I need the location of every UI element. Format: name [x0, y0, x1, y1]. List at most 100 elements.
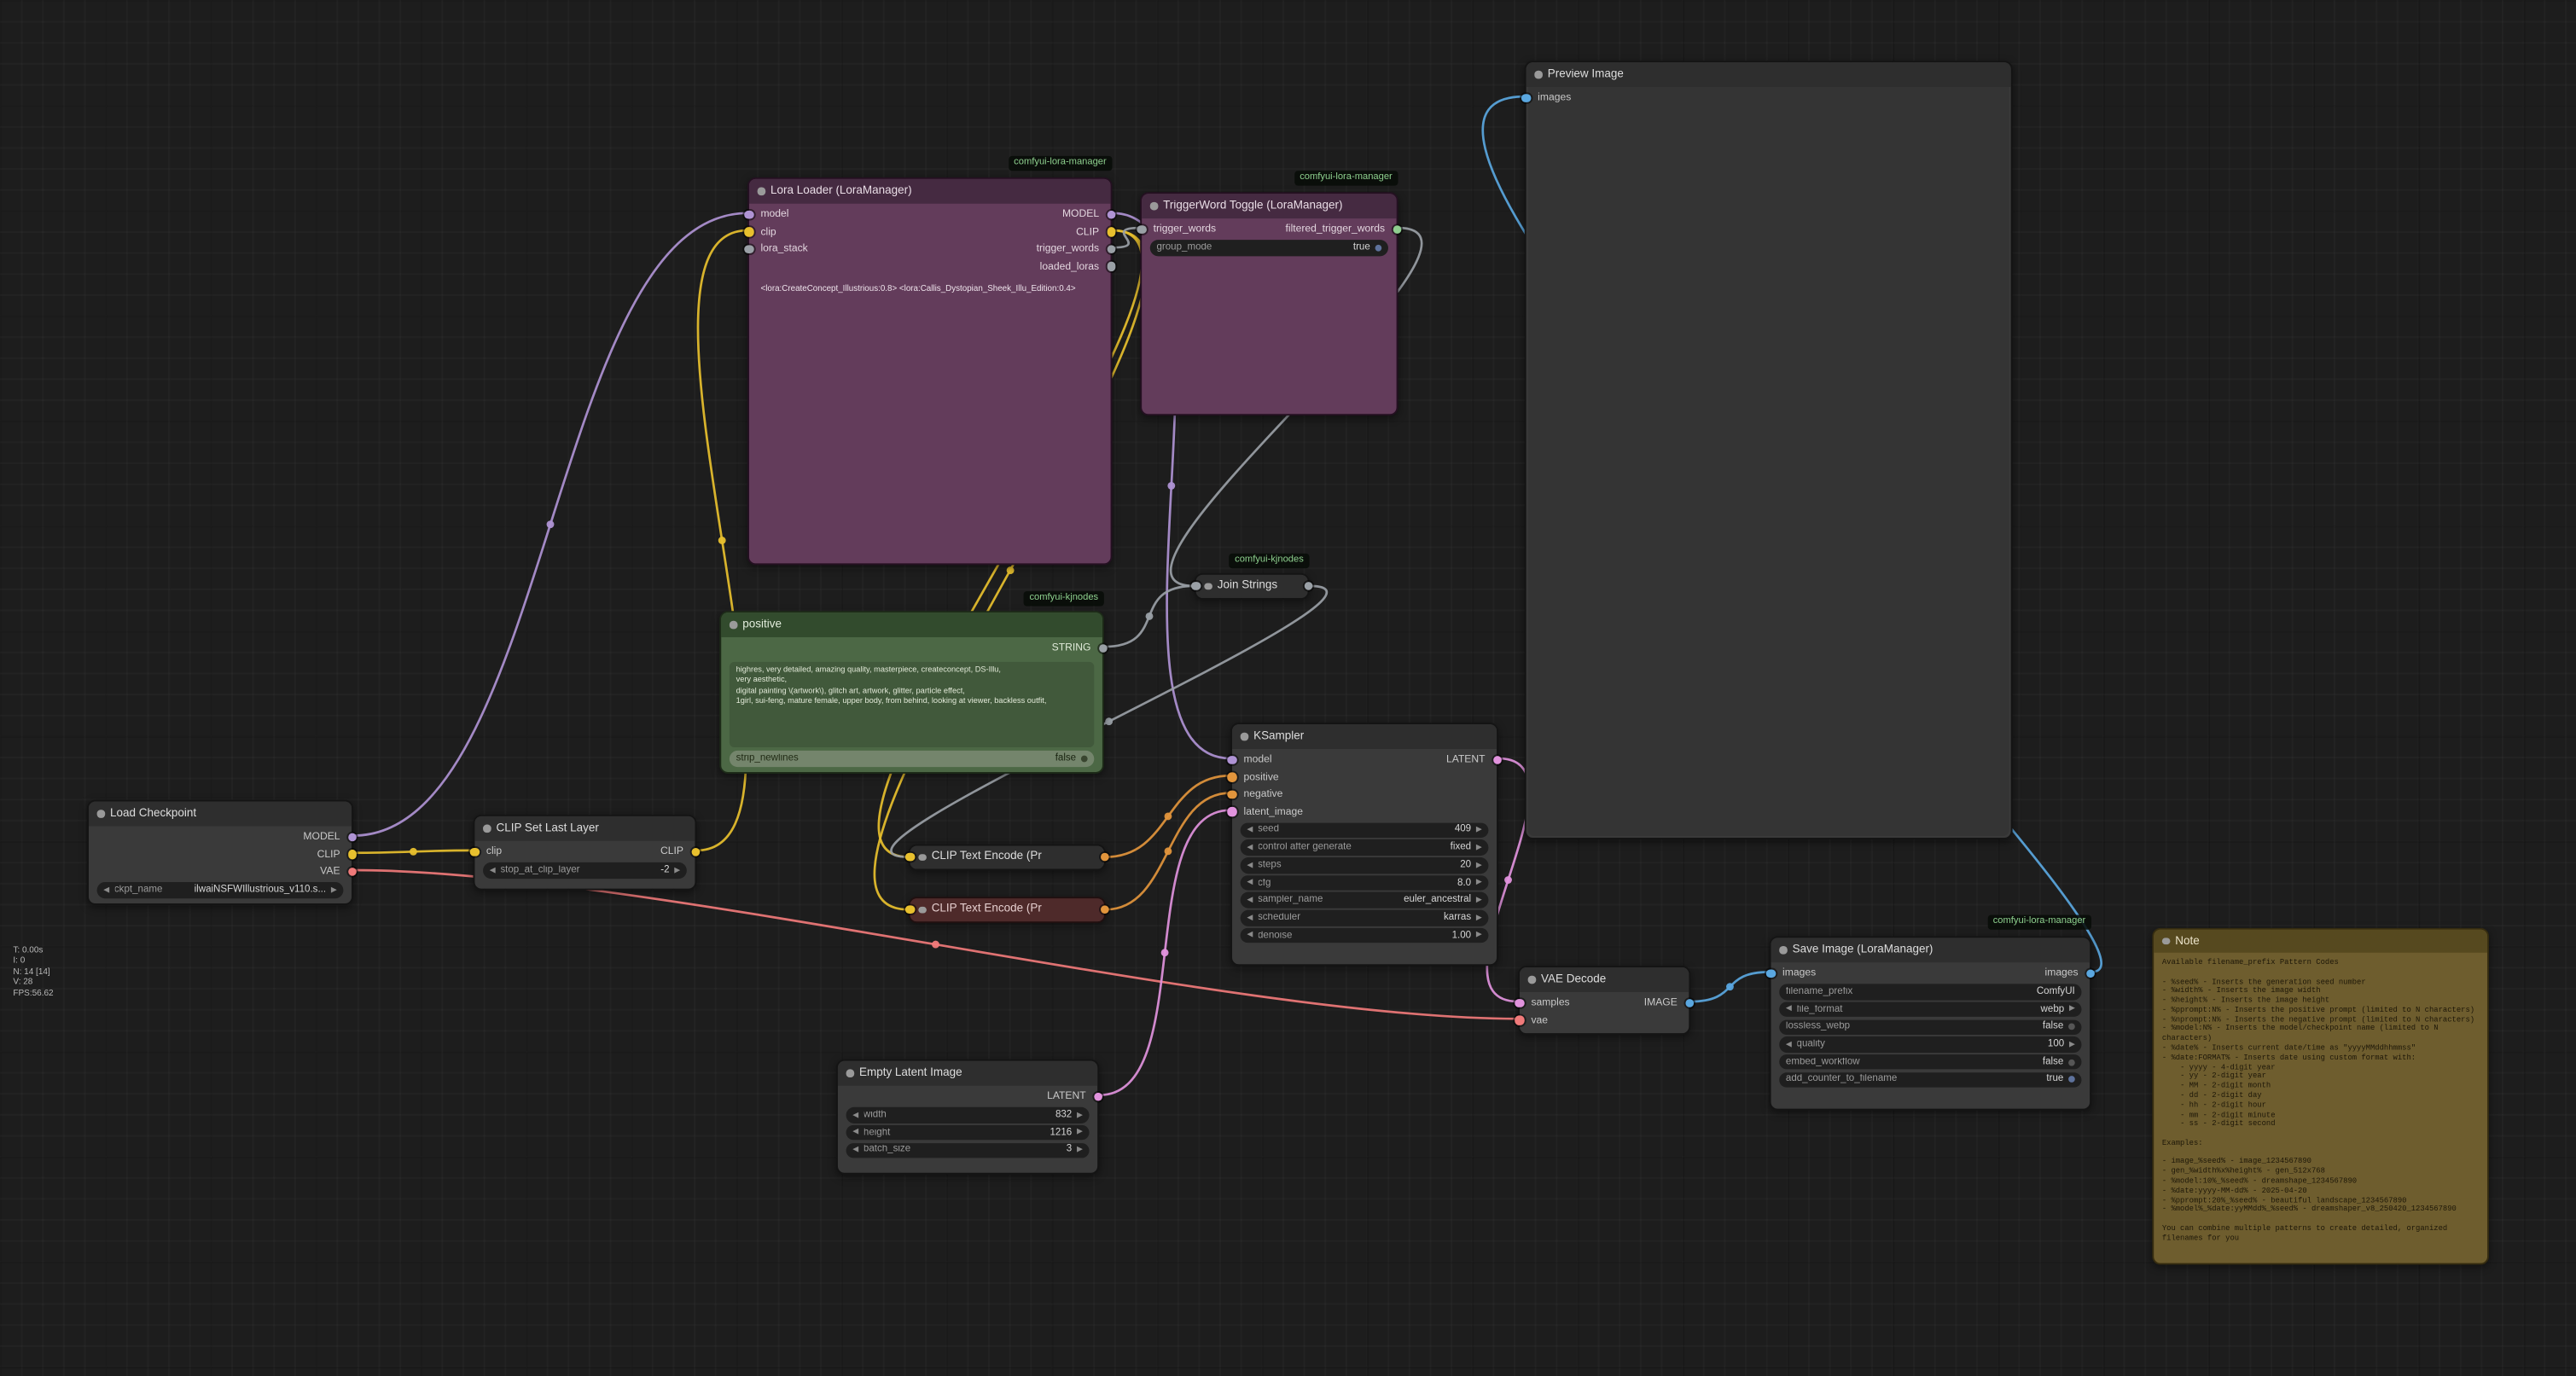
model-output-port[interactable]: [1106, 210, 1116, 220]
decrement-arrow-icon[interactable]: [852, 1147, 858, 1154]
node-titlebar[interactable]: Save Image (LoraManager): [1771, 938, 2090, 963]
decrement-arrow-icon[interactable]: [1247, 897, 1253, 904]
node-clip-text-encode-negative[interactable]: CLIP Text Encode (Pr: [904, 897, 1109, 923]
collapse-toggle-icon[interactable]: [1240, 733, 1248, 740]
lora-stack-input-port[interactable]: [744, 244, 753, 254]
node-titlebar[interactable]: Load Checkpoint: [88, 801, 352, 827]
group-mode-toggle-widget[interactable]: group_mode true: [1149, 240, 1388, 256]
images-input-port[interactable]: [1521, 93, 1531, 103]
clip-input-port[interactable]: [904, 852, 915, 862]
decrement-arrow-icon[interactable]: [490, 867, 496, 874]
conditioning-output-port[interactable]: [1100, 852, 1109, 862]
node-titlebar[interactable]: Empty Latent Image: [837, 1060, 1098, 1086]
node-positive-prompt[interactable]: positive STRING highres, very detailed, …: [719, 611, 1108, 774]
node-titlebar[interactable]: positive: [721, 613, 1102, 638]
node-triggerword-toggle[interactable]: TriggerWord Toggle (LoraManager) trigger…: [1137, 192, 1402, 416]
node-ksampler[interactable]: KSampler model LATENT positive negative …: [1227, 723, 1502, 967]
negative-input-port[interactable]: [1227, 790, 1236, 799]
decrement-arrow-icon[interactable]: [1247, 879, 1253, 886]
images-output-port[interactable]: [2085, 968, 2095, 978]
prompt-textarea[interactable]: highres, very detailed, amazing quality,…: [729, 661, 1095, 748]
node-preview-image[interactable]: Preview Image images: [1521, 61, 2013, 839]
increment-arrow-icon[interactable]: [1476, 844, 1482, 851]
node-empty-latent-image[interactable]: Empty Latent Image LATENT width 832 heig…: [836, 1059, 1102, 1175]
decrement-arrow-icon[interactable]: [1786, 1041, 1792, 1048]
decrement-arrow-icon[interactable]: [103, 886, 109, 894]
lossless-webp-toggle-widget[interactable]: lossless_webp false: [1779, 1019, 2082, 1036]
increment-arrow-icon[interactable]: [1077, 1129, 1083, 1136]
clip-input-port[interactable]: [904, 904, 915, 914]
loaded-loras-output-port[interactable]: [1106, 262, 1116, 271]
latent-output-port[interactable]: [1492, 755, 1502, 765]
node-titlebar[interactable]: Note: [2154, 929, 2488, 953]
decrement-arrow-icon[interactable]: [1247, 862, 1253, 869]
latent-image-input-port[interactable]: [1227, 807, 1236, 816]
toggle-on-icon[interactable]: [1375, 244, 1382, 252]
increment-arrow-icon[interactable]: [1476, 827, 1482, 834]
trigger-words-output-port[interactable]: [1106, 244, 1116, 254]
increment-arrow-icon[interactable]: [674, 867, 680, 874]
trigger-words-input-port[interactable]: [1137, 224, 1146, 235]
collapse-toggle-icon[interactable]: [1149, 202, 1158, 210]
file-format-widget[interactable]: file_format webp: [1779, 1002, 2082, 1018]
scheduler-widget[interactable]: scheduler karras: [1240, 909, 1489, 926]
collapse-toggle-icon[interactable]: [918, 905, 926, 914]
node-titlebar[interactable]: CLIP Set Last Layer: [474, 816, 695, 841]
clip-input-port[interactable]: [469, 847, 480, 857]
node-titlebar[interactable]: Lora Loader (LoraManager): [748, 178, 1111, 204]
loras-text-widget[interactable]: <lora:CreateConcept_Illustrious:0.8> <lo…: [760, 283, 1076, 293]
toggle-off-icon[interactable]: [2068, 1024, 2075, 1031]
model-output-port[interactable]: [347, 833, 357, 842]
decrement-arrow-icon[interactable]: [1247, 827, 1253, 834]
increment-arrow-icon[interactable]: [1476, 914, 1482, 922]
image-output-port[interactable]: [1684, 998, 1695, 1008]
conditioning-output-port[interactable]: [1100, 904, 1109, 914]
decrement-arrow-icon[interactable]: [1786, 1006, 1792, 1013]
node-titlebar[interactable]: Preview Image: [1526, 62, 2011, 88]
toggle-off-icon[interactable]: [2068, 1059, 2075, 1065]
decrement-arrow-icon[interactable]: [1247, 914, 1253, 922]
increment-arrow-icon[interactable]: [1077, 1147, 1083, 1154]
node-note[interactable]: Note Available filename_prefix Pattern C…: [2152, 927, 2489, 1265]
vae-output-port[interactable]: [347, 867, 357, 877]
add-counter-toggle-widget[interactable]: add_counter_to_filename true: [1779, 1071, 2082, 1088]
collapse-toggle-icon[interactable]: [757, 187, 765, 195]
filename-prefix-widget[interactable]: filename_prefix ComfyUI: [1779, 984, 2082, 1000]
increment-arrow-icon[interactable]: [2069, 1041, 2075, 1048]
collapse-toggle-icon[interactable]: [1779, 946, 1787, 955]
node-titlebar[interactable]: VAE Decode: [1519, 967, 1689, 992]
toggle-on-icon[interactable]: [2068, 1076, 2075, 1083]
node-join-strings[interactable]: Join Strings: [1190, 572, 1313, 599]
clip-output-port[interactable]: [347, 850, 357, 859]
increment-arrow-icon[interactable]: [331, 886, 337, 894]
collapse-toggle-icon[interactable]: [1527, 976, 1536, 984]
node-load-checkpoint[interactable]: Load Checkpoint MODEL CLIP VAE ckpt_name…: [87, 799, 357, 905]
control-after-generate-widget[interactable]: control after generate fixed: [1240, 839, 1489, 856]
stop-at-clip-layer-widget[interactable]: stop_at_clip_layer -2: [483, 862, 687, 879]
node-titlebar[interactable]: KSampler: [1232, 724, 1497, 749]
node-clip-text-encode-positive[interactable]: CLIP Text Encode (Pr: [904, 844, 1109, 870]
decrement-arrow-icon[interactable]: [1247, 844, 1253, 851]
vae-input-port[interactable]: [1515, 1015, 1524, 1025]
collapse-toggle-icon[interactable]: [729, 621, 737, 629]
note-text[interactable]: Available filename_prefix Pattern Codes …: [2161, 959, 2475, 1243]
cfg-widget[interactable]: cfg 8.0: [1240, 874, 1489, 891]
decrement-arrow-icon[interactable]: [852, 1112, 858, 1119]
filtered-trigger-words-output-port[interactable]: [1392, 224, 1402, 235]
node-lora-loader[interactable]: Lora Loader (LoraManager) model MODEL cl…: [744, 177, 1116, 566]
steps-widget[interactable]: steps 20: [1240, 857, 1489, 874]
model-input-port[interactable]: [1227, 755, 1236, 765]
string-output-port[interactable]: [1098, 643, 1108, 653]
width-widget[interactable]: width 832: [846, 1107, 1090, 1123]
increment-arrow-icon[interactable]: [1077, 1112, 1083, 1119]
node-titlebar[interactable]: TriggerWord Toggle (LoraManager): [1142, 194, 1397, 219]
decrement-arrow-icon[interactable]: [852, 1129, 858, 1136]
quality-widget[interactable]: quality 100: [1779, 1036, 2082, 1053]
node-vae-decode[interactable]: VAE Decode samples IMAGE vae: [1515, 966, 1695, 1036]
latent-output-port[interactable]: [1093, 1092, 1102, 1101]
string-output-port[interactable]: [1303, 581, 1313, 591]
model-input-port[interactable]: [744, 210, 753, 220]
collapse-toggle-icon[interactable]: [846, 1069, 854, 1077]
increment-arrow-icon[interactable]: [1476, 932, 1482, 939]
